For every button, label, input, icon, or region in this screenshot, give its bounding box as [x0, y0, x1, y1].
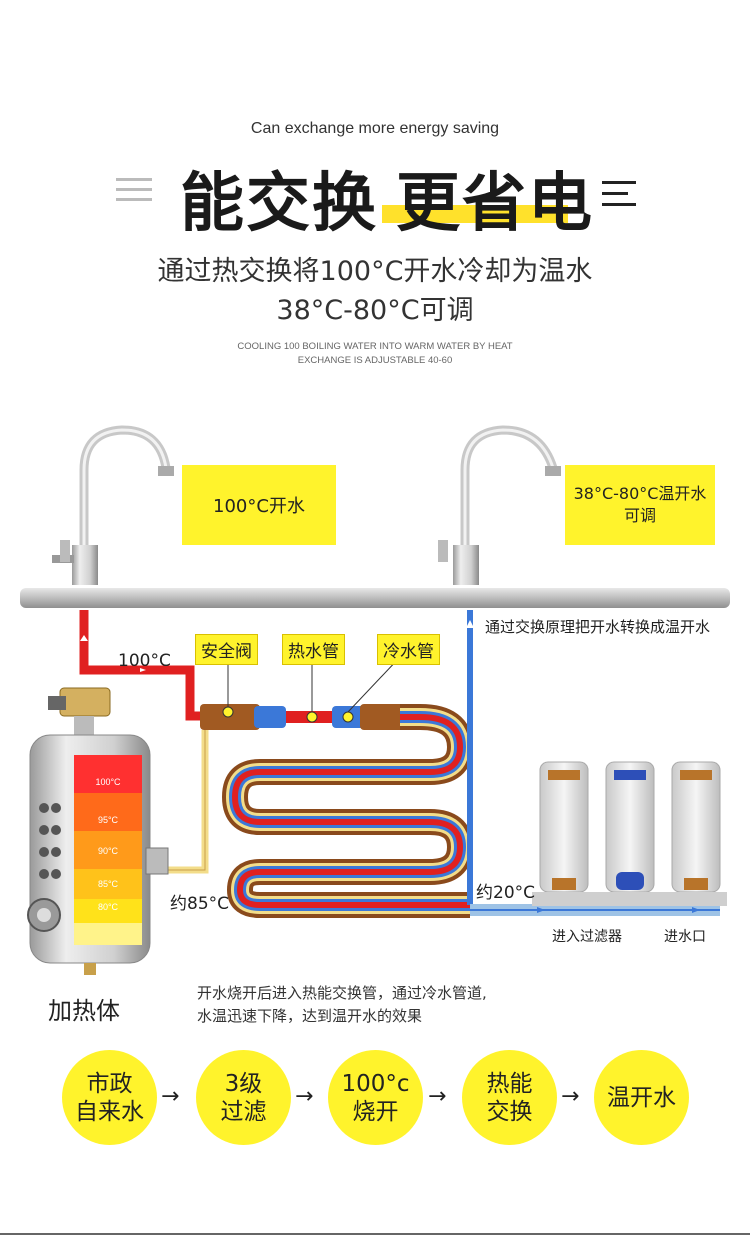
filter-in-label: 进入过滤器 — [552, 929, 622, 945]
temp-100-label: 100°C — [118, 651, 171, 671]
decor-lines-left — [116, 178, 152, 208]
english-subtitle: Can exchange more energy saving — [250, 120, 500, 137]
step-heat-exchange: 热能 交换 — [462, 1050, 557, 1145]
heater-temp-bands: 100°C 95°C 90°C 85°C 80°C — [74, 755, 142, 923]
step-3-line-1: 100°c — [341, 1070, 410, 1097]
title-part-2: 更省电 — [396, 167, 594, 241]
chinese-subtitle: 通过热交换将100°C开水冷却为温水 38°C-80°C可调 — [0, 252, 750, 330]
band-85: 85°C — [97, 879, 119, 889]
subtitle-line-1: 通过热交换将100°C开水冷却为温水 — [157, 256, 593, 287]
principle-note: 通过交换原理把开水转换成温开水 — [485, 618, 711, 636]
flow-arrow-4: → — [561, 1084, 580, 1109]
step-1-line-1: 市政 — [86, 1070, 133, 1097]
step-3-line-2: 烧开 — [352, 1098, 399, 1125]
band-95: 95°C — [97, 815, 119, 825]
flow-arrow-1: → — [161, 1084, 180, 1109]
caption-line-2: EXCHANGE IS ADJUSTABLE 40-60 — [297, 355, 453, 366]
band-90: 90°C — [97, 846, 119, 856]
step-warm-water: 温开水 — [594, 1050, 689, 1145]
step-1-line-2: 自来水 — [75, 1098, 144, 1125]
page-title: 能交换更省电 — [180, 152, 594, 244]
filter-units — [532, 761, 727, 906]
heat-exchange-coil — [222, 704, 473, 918]
step-boil: 100°c 烧开 — [328, 1050, 423, 1145]
countertop-bar — [20, 588, 730, 608]
cold-pipe-tag: 冷水管 — [377, 634, 440, 665]
menu-lines-icon — [602, 181, 636, 214]
flow-arrow-3: → — [428, 1084, 447, 1109]
process-description: 开水烧开后进入热能交换管，通过冷水管道, 水温迅速下降，达到温开水的效果 — [197, 982, 487, 1028]
description-line-2: 水温迅速下降，达到温开水的效果 — [197, 1007, 423, 1025]
faucet-left — [52, 425, 174, 585]
faucet-right-label-line-2: 可调 — [623, 506, 656, 525]
description-line-1: 开水烧开后进入热能交换管，通过冷水管道, — [197, 984, 487, 1002]
step-three-stage-filter: 3级 过滤 — [196, 1050, 291, 1145]
band-80: 80°C — [97, 902, 119, 912]
step-4-line-2: 交换 — [486, 1098, 533, 1125]
bottom-divider — [0, 1233, 750, 1235]
hot-pipe-tag: 热水管 — [282, 634, 345, 665]
water-inlet-label: 进水口 — [664, 929, 706, 945]
heater-label: 加热体 — [48, 997, 120, 1025]
subtitle-line-2: 38°C-80°C可调 — [276, 295, 474, 326]
faucet-left-label: 100°C开水 — [182, 465, 336, 545]
step-2-line-1: 3级 — [224, 1070, 263, 1097]
title-part-1: 能交换 — [180, 167, 378, 241]
flow-arrow-2: → — [295, 1084, 314, 1109]
step-4-line-1: 热能 — [486, 1070, 533, 1097]
safety-valve-tag: 安全阀 — [195, 634, 258, 665]
band-100: 100°C — [95, 777, 121, 787]
step-municipal-water: 市政 自来水 — [62, 1050, 157, 1145]
step-2-line-2: 过滤 — [220, 1098, 267, 1125]
heater-tank — [27, 734, 169, 975]
faucet-right-label: 38°C-80°C温开水 可调 — [565, 465, 715, 545]
temp-85-label: 约85°C — [170, 894, 230, 914]
faucet-right-label-line-1: 38°C-80°C温开水 — [573, 484, 707, 503]
caption-line-1: COOLING 100 BOILING WATER INTO WARM WATE… — [237, 341, 513, 352]
title-highlight — [382, 205, 568, 223]
english-caption: COOLING 100 BOILING WATER INTO WARM WATE… — [0, 340, 750, 368]
faucet-right — [438, 425, 561, 585]
step-5-line-1: 温开水 — [607, 1084, 676, 1111]
temp-20-label: 约20°C — [476, 883, 536, 903]
